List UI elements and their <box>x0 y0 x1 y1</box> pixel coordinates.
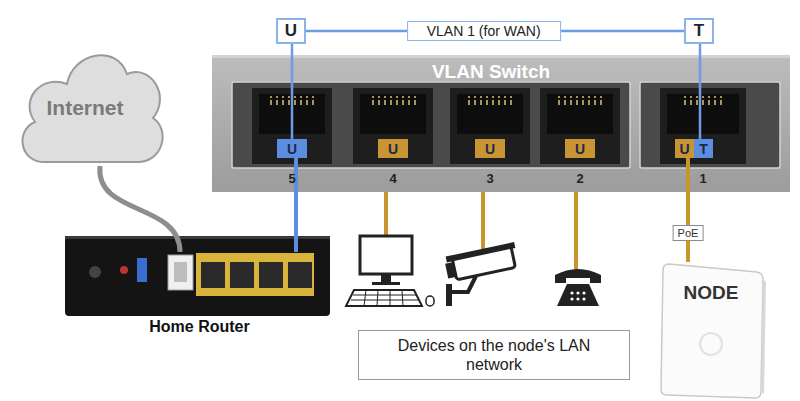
cable-connector <box>291 44 294 139</box>
power-jack <box>89 266 101 278</box>
port-tag: U <box>378 139 408 158</box>
cable-connector <box>100 166 180 252</box>
home-router: Home Router <box>62 252 337 338</box>
ethernet-jack <box>353 88 433 164</box>
node-text: VLAN Switch <box>432 61 550 82</box>
wan-port-inner <box>174 262 187 282</box>
jack-recess <box>667 94 739 134</box>
lan-devices-box: Devices on the node's LAN network <box>358 330 630 380</box>
phone-key <box>582 297 585 300</box>
jack-pins <box>558 96 604 105</box>
node-text: NODE <box>684 282 739 304</box>
node-text: U <box>285 21 297 41</box>
vlan-label: VLAN 1 (for WAN) <box>407 21 561 41</box>
router-body <box>65 236 330 316</box>
mesh-node: NODE <box>655 262 767 401</box>
camera-hood <box>446 242 516 262</box>
port-number: 3 <box>486 171 493 186</box>
phone-key <box>570 291 573 294</box>
port-number: 5 <box>288 171 295 186</box>
port-mode-tag: U <box>675 139 694 158</box>
lan-port <box>201 262 225 288</box>
port-tag: U <box>565 139 595 158</box>
camera-lens <box>445 262 457 279</box>
port-tag: UT <box>675 139 713 158</box>
phone-key <box>576 291 579 294</box>
switch-case <box>212 55 790 192</box>
phone-base <box>557 284 599 306</box>
jack-pins <box>372 96 418 105</box>
keyboard <box>346 290 422 306</box>
cable-connector <box>686 158 690 262</box>
ethernet-jack <box>540 88 620 164</box>
node-text: Devices on the node's LAN network <box>395 336 593 374</box>
usb-port <box>137 258 147 282</box>
wan-port <box>168 255 193 290</box>
node-text: Home Router <box>149 318 249 336</box>
jack-pins <box>680 96 726 105</box>
cloud-node: Internet <box>15 38 165 166</box>
port-mode-tag: U <box>475 139 505 158</box>
keyboard-keys <box>351 290 418 306</box>
jack-pins <box>468 96 514 105</box>
ethernet-jack <box>450 88 530 164</box>
computer-icon <box>346 236 434 306</box>
reset-button <box>120 266 128 274</box>
port-mode-tag: T <box>694 139 713 158</box>
switch-body <box>212 55 790 192</box>
phone-key <box>576 297 579 300</box>
node-housing <box>661 264 763 398</box>
router-case <box>65 236 330 316</box>
lan-cable <box>481 192 485 252</box>
port-mode-tag: U <box>277 139 307 158</box>
port-mode-tag: U <box>378 139 408 158</box>
phone-icon <box>555 269 601 306</box>
lan-port <box>259 262 283 288</box>
cloud-shape <box>23 55 163 162</box>
camera-icon <box>444 242 520 306</box>
vlan-tag-box: T <box>684 18 714 44</box>
node-text: T <box>694 21 704 41</box>
vlan-tag-box: U <box>276 18 306 44</box>
router-edge <box>65 236 330 239</box>
port-tag: U <box>277 139 307 158</box>
switch-edge <box>212 55 790 58</box>
port-frame <box>640 82 780 168</box>
phone-handset <box>555 269 601 283</box>
lan-cable <box>384 192 388 236</box>
camera-base <box>446 284 452 306</box>
poe-label: PoE <box>673 225 704 241</box>
cable-connector <box>699 44 702 139</box>
jack-recess <box>360 94 426 134</box>
port-number: 4 <box>389 171 396 186</box>
jack-recess <box>457 94 523 134</box>
phone-key <box>570 297 573 300</box>
monitor-stand <box>372 274 400 285</box>
node-side <box>761 279 766 394</box>
lan-port <box>230 262 254 288</box>
ethernet-jack <box>660 88 746 164</box>
camera-mount <box>452 276 476 292</box>
port-number: 2 <box>576 171 583 186</box>
lan-cable <box>574 192 578 270</box>
port-mode-tag: U <box>565 139 595 158</box>
port-tag: U <box>475 139 505 158</box>
node-logo <box>700 333 722 355</box>
mouse <box>426 296 434 306</box>
lan-port <box>288 262 312 288</box>
phone-key <box>582 291 585 294</box>
jack-recess <box>547 94 613 134</box>
port-number: 1 <box>699 171 706 186</box>
monitor <box>360 236 412 274</box>
lan-port-block <box>196 253 314 296</box>
node-text: Internet <box>46 96 123 120</box>
ethernet-jacks <box>252 88 746 164</box>
